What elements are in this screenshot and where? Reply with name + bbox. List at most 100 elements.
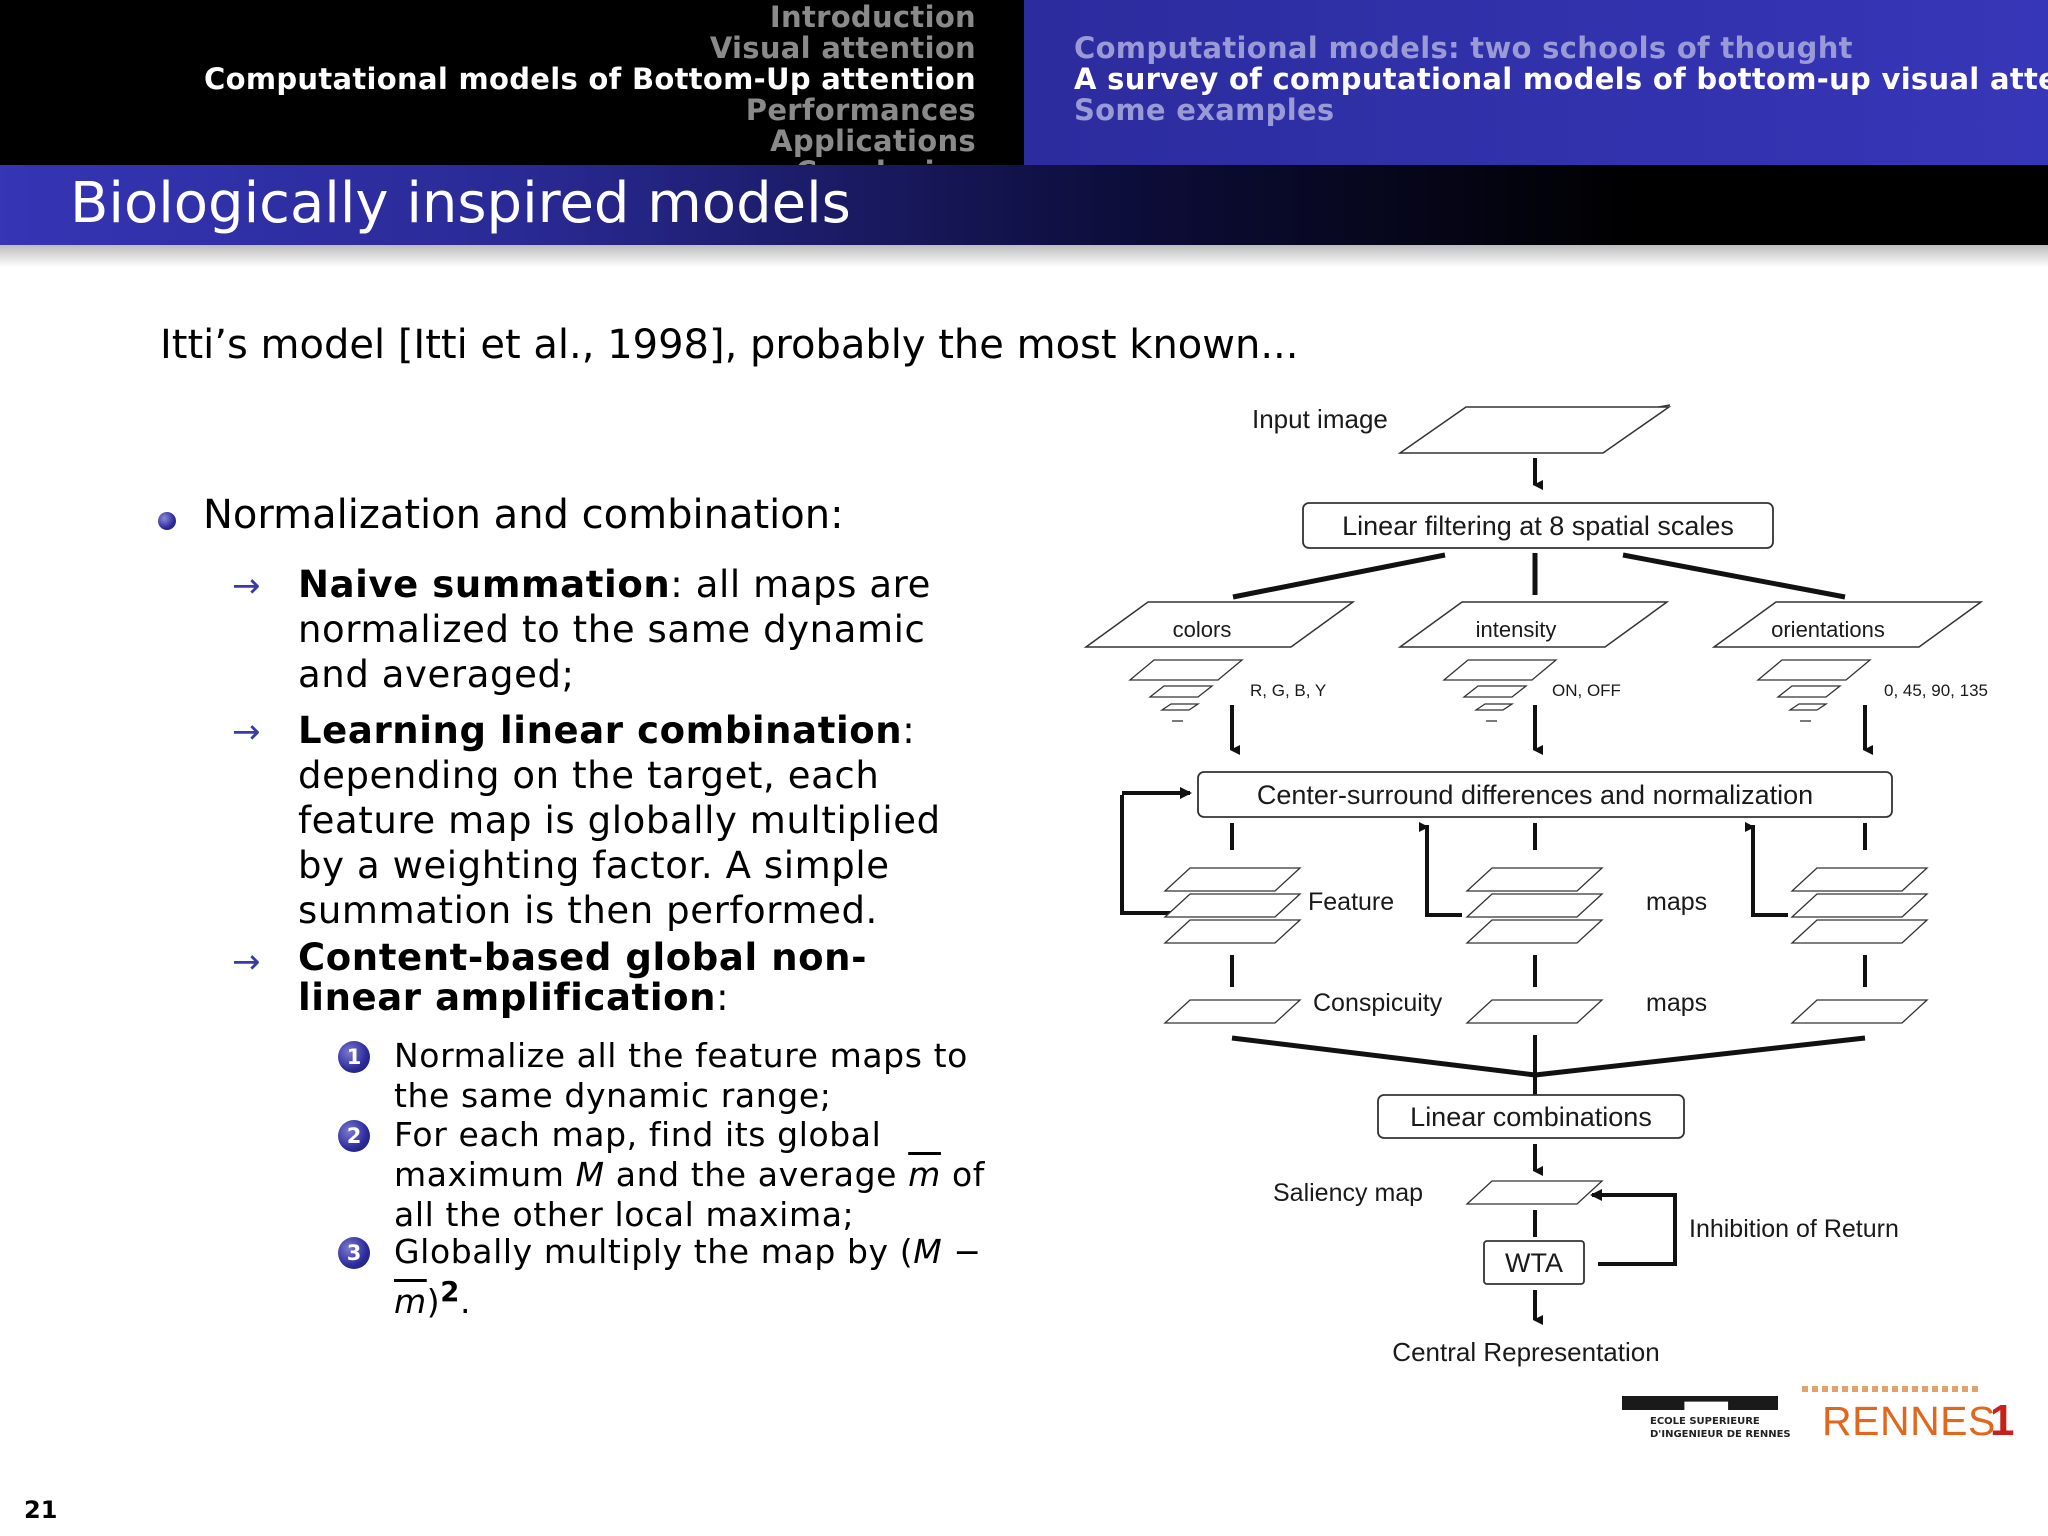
nav-section-visual-attention[interactable]: Visual attention	[709, 31, 976, 65]
box-wta	[1483, 1240, 1585, 1285]
step-number-3-icon: 3	[338, 1237, 370, 1269]
feature-map-stack-orientations	[1790, 867, 1929, 944]
symbol-M: M	[913, 1232, 943, 1271]
nav-section-introduction[interactable]: Introduction	[769, 0, 976, 34]
item-term: Learning linear combination	[298, 709, 903, 752]
box-linear-combinations	[1377, 1094, 1685, 1139]
conspicuity-map-intensity	[1465, 999, 1604, 1024]
item-text: : depending on the target, each feature …	[298, 709, 941, 932]
feature-map-stack-colors	[1163, 867, 1302, 944]
minus-sign: −	[942, 1232, 982, 1271]
title-shadow	[0, 245, 2048, 267]
label-intensity: intensity	[1476, 617, 1557, 642]
feedback-line-right	[1751, 825, 1788, 917]
label-colors-channels: R, G, B, Y	[1250, 681, 1326, 700]
frame-title-bar: Biologically inspired models	[0, 165, 2048, 245]
step-3-text-a: Globally multiply the map by (	[394, 1232, 914, 1271]
input-image-plane	[1397, 406, 1672, 454]
period: .	[459, 1282, 472, 1321]
esir-logo-line2: D'INGENIEUR DE RENNES	[1650, 1429, 1791, 1440]
esir-logo-mark	[1622, 1396, 1778, 1410]
esir-logo-line1: ECOLE SUPERIEURE	[1650, 1416, 1760, 1427]
slide-number: 21	[24, 1496, 58, 1524]
label-feature: Feature	[1308, 888, 1394, 916]
nav-section-conclusion[interactable]: Conclusion	[796, 157, 976, 166]
nav-section-computational-models[interactable]: Computational models of Bottom-Up attent…	[204, 62, 976, 96]
symbol-m-bar: m	[908, 1155, 941, 1194]
step-number-1-icon: 1	[338, 1041, 370, 1073]
intro-text: Itti’s model [Itti et al., 1998], probab…	[160, 322, 1299, 368]
plane-colors	[1083, 601, 1356, 648]
list-item-learning-linear: Learning linear combination: depending o…	[298, 708, 998, 933]
feedback-line-middle	[1425, 825, 1462, 917]
conspicuity-map-colors	[1163, 999, 1302, 1024]
step-number-2-icon: 2	[338, 1120, 370, 1152]
nav-section-performances[interactable]: Performances	[745, 93, 976, 127]
symbol-M: M	[575, 1155, 605, 1194]
item-text: :	[716, 976, 730, 1019]
rennes-logo-top	[1802, 1386, 1982, 1392]
saliency-map-plane	[1465, 1180, 1604, 1205]
rennes-logo-number: 1	[1990, 1396, 2015, 1445]
label-intensity-channels: ON, OFF	[1552, 681, 1621, 700]
label-wta: WTA	[1505, 1248, 1563, 1278]
inhibition-loop	[1598, 1193, 1677, 1266]
label-orientations: orientations	[1771, 617, 1885, 642]
box-linear-filtering	[1302, 502, 1774, 549]
label-conspicuity: Conspicuity	[1313, 989, 1443, 1017]
item-term: Content-based global non-linear amplific…	[298, 936, 868, 1019]
label-saliency-map: Saliency map	[1273, 1179, 1423, 1207]
label-inhibition-of-return: Inhibition of Return	[1689, 1215, 1899, 1243]
bullet-heading: Normalization and combination:	[203, 492, 844, 538]
label-colors: colors	[1173, 617, 1232, 642]
label-conspicuity-maps: maps	[1646, 989, 1707, 1017]
exponent: 2	[440, 1276, 460, 1308]
itti-model-diagram: Input image Linear filtering at 8 spatia…	[1083, 404, 1988, 1367]
nav-section-applications[interactable]: Applications	[770, 124, 976, 158]
pyramid-intensity	[1442, 659, 1558, 722]
label-linear-combinations: Linear combinations	[1410, 1102, 1652, 1132]
label-linear-filtering: Linear filtering at 8 spatial scales	[1342, 511, 1734, 541]
rennes-logo: RENNES	[1822, 1398, 1996, 1444]
step-2-text-c: of all the other local maxima;	[394, 1155, 986, 1234]
arrow-icon: →	[232, 942, 261, 982]
frame-title: Biologically inspired models	[70, 171, 851, 236]
merge-line-left	[1231, 1035, 1536, 1078]
conspicuity-map-orientations	[1790, 999, 1929, 1024]
nav-subsection-two-schools[interactable]: Computational models: two schools of tho…	[1074, 31, 1853, 65]
item-term: Naive summation	[298, 563, 671, 606]
box-center-surround	[1197, 771, 1893, 818]
list-item-content-based: Content-based global non-linear amplific…	[298, 938, 938, 1018]
step-3: Globally multiply the map by (M − m)2.	[394, 1232, 994, 1322]
arrow-icon: →	[232, 566, 261, 606]
item-text: : all maps are normalized to the same dy…	[298, 563, 931, 696]
step-2: For each map, find its global maximum M …	[394, 1115, 994, 1235]
merge-line-right	[1534, 1035, 1866, 1078]
symbol-m-bar: m	[394, 1282, 427, 1321]
plane-orientations	[1711, 601, 1984, 648]
esir-logo: ECOLE SUPERIEURE D'INGENIEUR DE RENNES	[1618, 1396, 1791, 1446]
label-input-image: Input image	[1252, 404, 1388, 434]
step-1: Normalize all the feature maps to the sa…	[394, 1036, 968, 1115]
pyramid-orientations	[1756, 659, 1872, 722]
label-orientation-channels: 0, 45, 90, 135	[1884, 681, 1988, 700]
nav-subsection-examples[interactable]: Some examples	[1074, 93, 1335, 127]
step-2-text-a: For each map, find its global maximum	[394, 1115, 882, 1194]
bullet-icon	[158, 512, 176, 530]
nav-subsection-survey[interactable]: A survey of computational models of bott…	[1074, 62, 2048, 96]
label-feature-maps: maps	[1646, 888, 1707, 916]
feedback-line-left	[1120, 795, 1195, 915]
label-center-surround: Center-surround differences and normaliz…	[1257, 780, 1813, 810]
label-central-representation: Central Representation	[1392, 1337, 1659, 1367]
close-paren: )	[426, 1282, 441, 1321]
pyramid-colors	[1128, 659, 1244, 722]
plane-intensity	[1397, 601, 1670, 648]
arrow-icon: →	[232, 712, 261, 752]
subsection-navigation: Computational models: two schools of tho…	[1024, 0, 2048, 165]
branch-orientations	[1622, 552, 1846, 600]
section-navigation: Introduction Visual attention Computatio…	[0, 0, 1024, 165]
list-item-naive-summation: Naive summation: all maps are normalized…	[298, 562, 998, 697]
step-2-text-b: and the average	[615, 1155, 898, 1194]
feature-map-stack-intensity	[1465, 867, 1604, 944]
branch-colors	[1232, 552, 1446, 600]
